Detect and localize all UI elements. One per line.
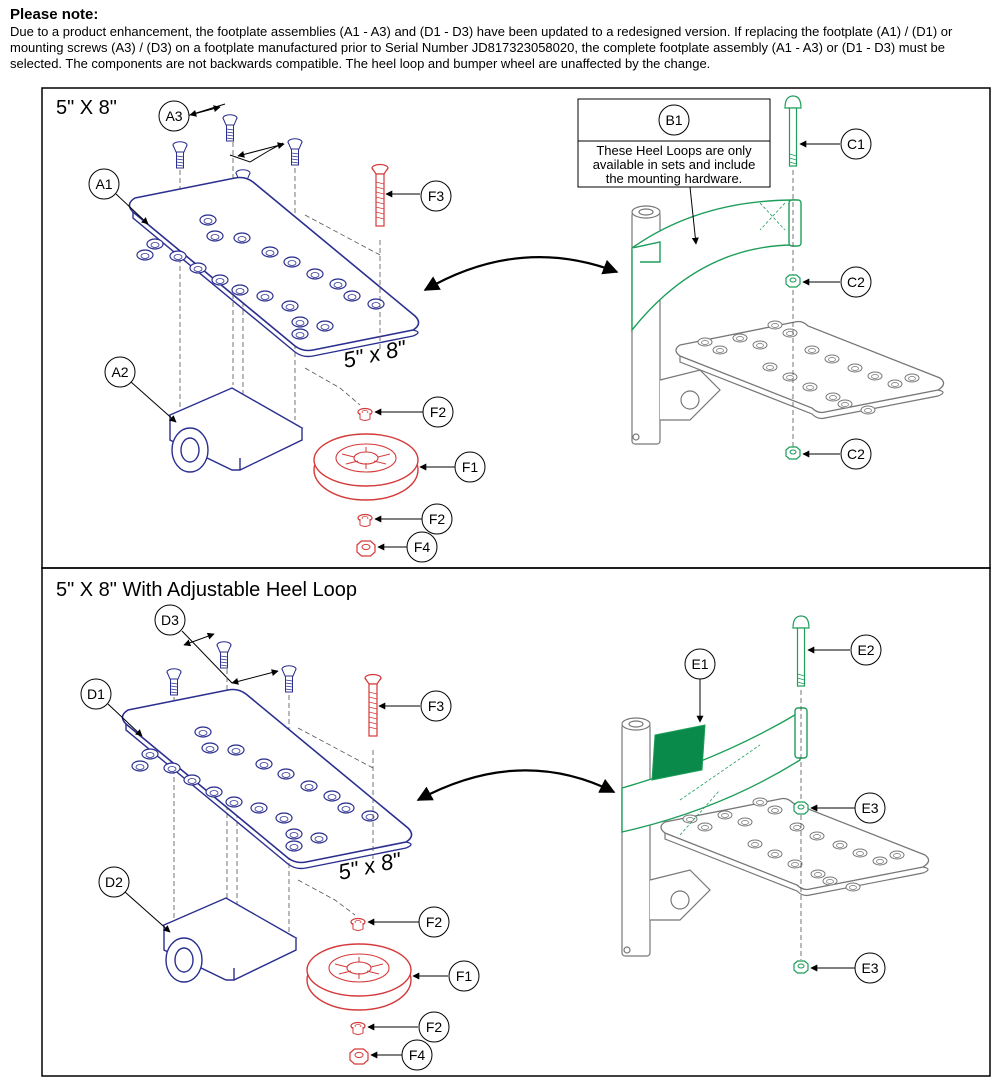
a3-leader-arrow <box>189 105 221 117</box>
svg-text:D1: D1 <box>87 686 105 702</box>
nut-e3 <box>793 960 809 974</box>
bolt-f3 <box>364 673 382 737</box>
footplate-reference <box>660 797 930 897</box>
heel-loop-b1 <box>631 199 802 332</box>
callout-f3: F3 <box>420 690 452 722</box>
svg-text:A3: A3 <box>165 108 182 124</box>
nut-c2 <box>785 274 801 288</box>
screw-d3 <box>166 668 182 696</box>
footplate-d1 <box>121 688 413 870</box>
screw-a3 <box>287 138 303 166</box>
nut-e3 <box>793 801 809 815</box>
callout-f2: F2 <box>421 503 453 535</box>
screw-d3 <box>281 665 297 693</box>
svg-text:A1: A1 <box>95 176 112 192</box>
svg-text:F2: F2 <box>429 511 446 527</box>
callout-f1: F1 <box>454 451 486 483</box>
guide-lines <box>297 727 374 916</box>
bolt-c1 <box>784 95 802 167</box>
callout-b1: B1 <box>658 104 690 136</box>
svg-text:F2: F2 <box>430 404 447 420</box>
nut-c2 <box>785 446 801 460</box>
screw-d3 <box>216 641 232 669</box>
callout-f2: F2 <box>422 396 454 428</box>
b1-leader <box>689 186 699 245</box>
b1-note-line: These Heel Loops are only <box>596 143 752 158</box>
callout-f1: F1 <box>448 960 480 992</box>
svg-text:F2: F2 <box>426 1019 443 1035</box>
a3-leader-arrow <box>237 142 285 158</box>
callout-f2: F2 <box>418 1011 450 1043</box>
svg-text:E3: E3 <box>861 960 878 976</box>
nut-f4 <box>356 540 376 557</box>
replacement-arrow <box>416 769 616 801</box>
svg-text:D2: D2 <box>105 874 123 890</box>
b1-note-line: available in sets and include <box>593 157 756 172</box>
panel-2-title: 5" X 8" With Adjustable Heel Loop <box>56 579 357 601</box>
callout-d1: D1 <box>80 678 112 710</box>
svg-text:C2: C2 <box>847 446 865 462</box>
washer-f2 <box>357 407 373 422</box>
bolt-e2 <box>792 615 810 687</box>
bracket-d2 <box>162 897 298 983</box>
replacement-arrow <box>423 256 619 291</box>
callout-e3: E3 <box>854 952 886 984</box>
panel-2-frame <box>41 567 991 1077</box>
panel-1-frame <box>41 87 991 569</box>
svg-text:A2: A2 <box>111 364 128 380</box>
svg-text:C2: C2 <box>847 274 865 290</box>
callout-c1: C1 <box>840 128 872 160</box>
svg-text:F1: F1 <box>462 459 479 475</box>
screw-a3 <box>172 141 188 169</box>
callout-d3: D3 <box>154 604 186 636</box>
callout-a3: A3 <box>158 100 190 132</box>
svg-text:C1: C1 <box>847 136 865 152</box>
washer-f2 <box>350 917 366 932</box>
callout-f2: F2 <box>418 906 450 938</box>
callout-a2: A2 <box>104 356 136 388</box>
callout-e1: E1 <box>684 648 716 680</box>
callout-d2: D2 <box>98 866 130 898</box>
footplate-reference <box>675 320 945 420</box>
callout-c2: C2 <box>840 438 872 470</box>
svg-text:F2: F2 <box>426 914 443 930</box>
svg-text:F1: F1 <box>456 968 473 984</box>
svg-text:F4: F4 <box>414 539 431 555</box>
note-body: Due to a product enhancement, the footpl… <box>10 24 953 71</box>
bumper-wheel-f1 <box>313 433 419 501</box>
svg-text:F3: F3 <box>428 188 445 204</box>
svg-text:F3: F3 <box>428 698 445 714</box>
bumper-wheel-f1 <box>306 943 412 1011</box>
heel-pad-e1 <box>651 724 706 781</box>
svg-text:E2: E2 <box>857 642 874 658</box>
nut-f4 <box>349 1048 369 1065</box>
screw-a3 <box>222 114 238 142</box>
svg-text:F4: F4 <box>409 1047 426 1063</box>
callout-f4: F4 <box>406 531 438 563</box>
note-title: Please note: <box>10 6 99 23</box>
svg-text:B1: B1 <box>665 112 682 128</box>
callout-c2: C2 <box>840 266 872 298</box>
callout-e2: E2 <box>850 634 882 666</box>
callout-a1: A1 <box>88 168 120 200</box>
svg-text:E3: E3 <box>861 800 878 816</box>
bracket-a2 <box>168 387 304 473</box>
footplate-a1 <box>128 176 420 358</box>
washer-f2 <box>350 1021 366 1036</box>
svg-text:D3: D3 <box>161 612 179 628</box>
washer-f2 <box>357 513 373 528</box>
bolt-f3 <box>371 163 389 227</box>
b1-note-line: the mounting hardware. <box>606 171 743 186</box>
guide-lines <box>304 214 381 406</box>
svg-text:E1: E1 <box>691 656 708 672</box>
callout-f4: F4 <box>401 1039 433 1071</box>
panel-1-title: 5" X 8" <box>56 97 117 119</box>
callout-f3: F3 <box>420 180 452 212</box>
callout-e3: E3 <box>854 792 886 824</box>
